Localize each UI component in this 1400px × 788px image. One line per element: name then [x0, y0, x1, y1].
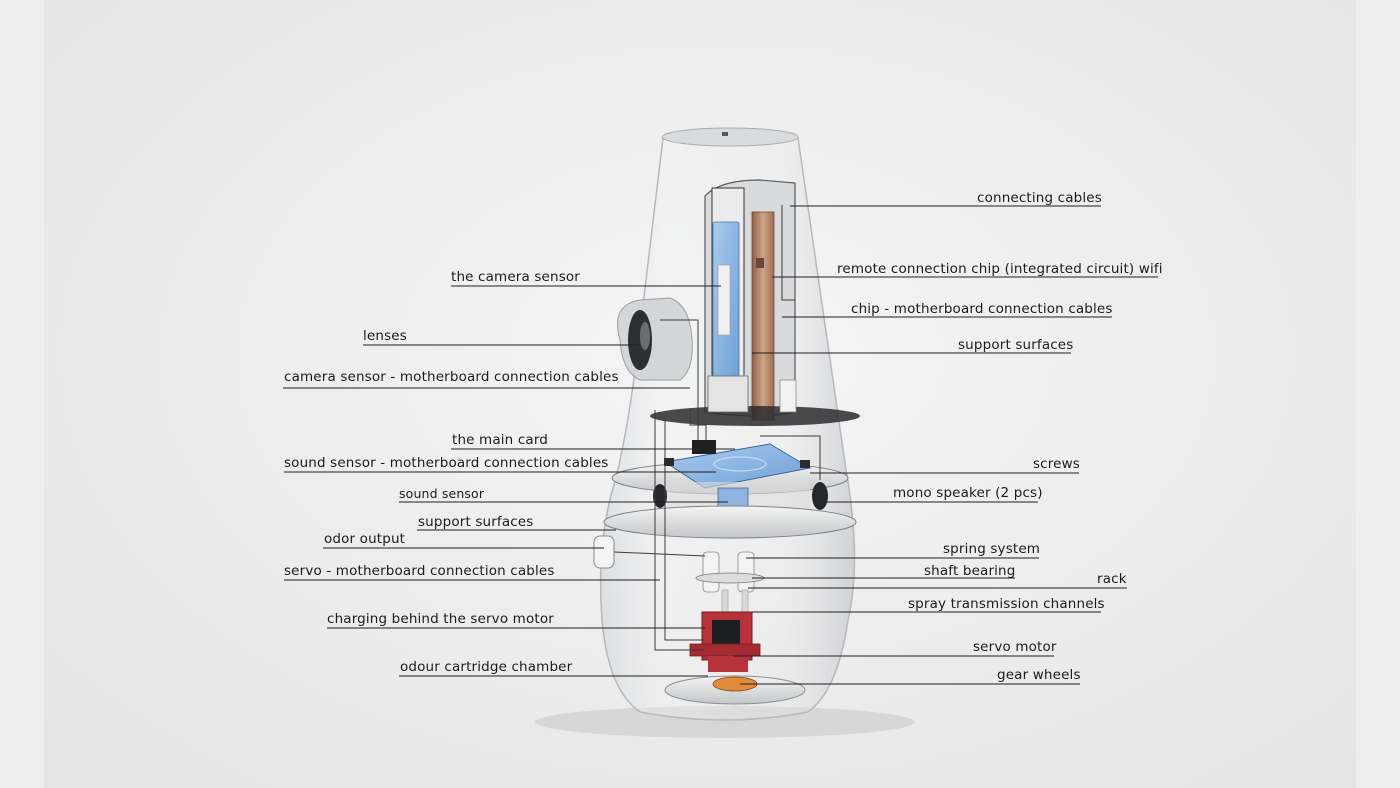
- servo-lower: [708, 656, 748, 672]
- servo-motor-face: [712, 620, 740, 644]
- spring-left: [702, 551, 720, 593]
- label-gear-wheels: gear wheels: [997, 667, 1081, 683]
- label-mono-speaker: mono speaker (2 pcs): [893, 485, 1043, 501]
- label-lenses: lenses: [363, 328, 407, 344]
- label-chip-cables: chip - motherboard connection cables: [851, 301, 1113, 317]
- odor-output-nozzle: [593, 535, 615, 569]
- label-servo-motor: servo motor: [973, 639, 1057, 655]
- speaker-right: [812, 482, 828, 510]
- label-sound-cables: sound sensor - motherboard connection ca…: [284, 455, 609, 471]
- label-servo-cables: servo - motherboard connection cables: [284, 563, 555, 579]
- label-rack: rack: [1097, 571, 1127, 587]
- upper-mount-block: [707, 375, 749, 413]
- label-odor-output: odor output: [324, 531, 406, 547]
- label-screws: screws: [1033, 456, 1080, 472]
- ground-shadow: [535, 706, 915, 738]
- wifi-chip: [751, 211, 775, 421]
- screw-right: [800, 460, 810, 468]
- label-camera-cables: camera sensor - motherboard connection c…: [284, 369, 619, 385]
- lower-support-disc: [603, 505, 857, 539]
- lens-highlight: [640, 322, 650, 350]
- main-card-ring: [713, 456, 767, 472]
- upper-spacer: [779, 379, 797, 413]
- shell-top-rim: [661, 127, 799, 147]
- label-support-surfaces-bottom: support surfaces: [418, 514, 534, 530]
- label-support-surfaces-top: support surfaces: [958, 337, 1074, 353]
- screw-left: [664, 458, 674, 466]
- wifi-chip-component: [756, 258, 764, 268]
- label-charging: charging behind the servo motor: [327, 611, 554, 627]
- rack-shaft-left: [721, 589, 729, 615]
- label-remote-chip: remote connection chip (integrated circu…: [837, 261, 1163, 277]
- label-camera-sensor: the camera sensor: [451, 269, 581, 285]
- header-pins: [692, 440, 716, 454]
- upper-base-shadow: [650, 406, 860, 426]
- sensor-connector: [717, 264, 731, 336]
- top-vent: [722, 132, 728, 136]
- leader-lines: [283, 205, 1158, 685]
- label-spring-system: spring system: [943, 541, 1041, 557]
- label-shaft-bearing: shaft bearing: [924, 563, 1016, 579]
- rack-shaft-right: [741, 589, 749, 615]
- label-main-card: the main card: [452, 432, 548, 448]
- label-odour-chamber: odour cartridge chamber: [400, 659, 573, 675]
- internal-cables: [613, 205, 821, 651]
- label-connecting-cables: connecting cables: [977, 190, 1102, 206]
- label-sound-sensor: sound sensor: [399, 486, 485, 501]
- label-spray-channels: spray transmission channels: [908, 596, 1105, 612]
